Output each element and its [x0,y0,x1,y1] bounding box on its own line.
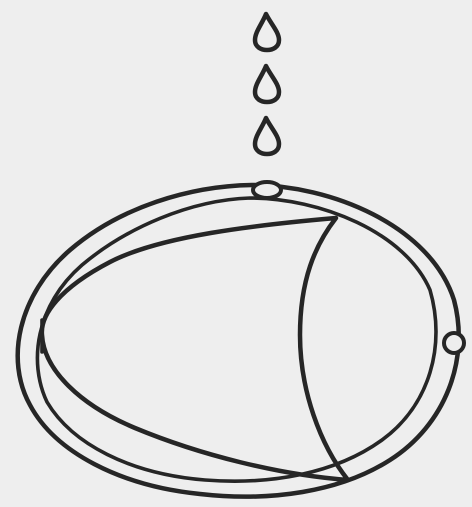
droplet-icon [255,118,279,154]
droplet-group [255,14,279,154]
droplet-icon [255,66,279,102]
inner-chamber [42,218,348,480]
top-pore [253,182,281,198]
inner-shell [37,198,436,481]
outer-shell [18,185,459,497]
side-pore [444,333,464,353]
droplet-icon [255,14,279,50]
